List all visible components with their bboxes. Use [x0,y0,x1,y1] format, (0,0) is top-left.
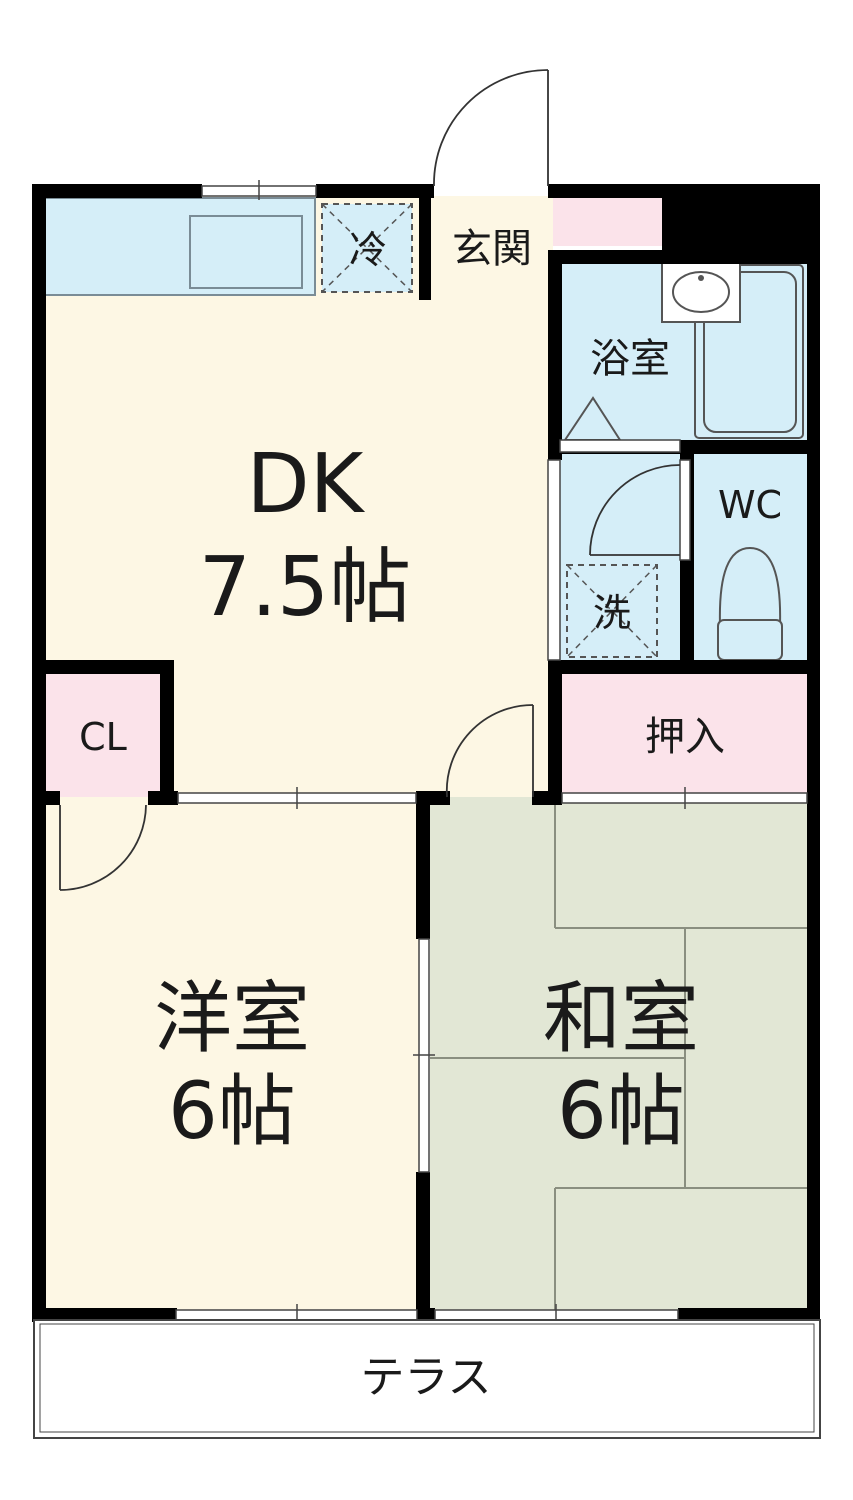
windows [175,180,808,1326]
kitchen-sink [189,215,303,289]
western-size-label: 6帖 [168,1067,296,1157]
terrace [33,1319,821,1439]
entrance-floor [430,196,553,296]
oshiire-label: 押入 [645,714,725,760]
toilet-icon [717,546,783,661]
closet-floor [40,668,165,797]
entrance-label: 玄関 [452,226,532,272]
walls [32,184,820,1322]
doors [59,69,681,891]
dk-size-label: 7.5帖 [199,540,411,635]
fridge-label: 冷 [349,228,387,272]
washer-label: 洗 [593,591,631,635]
dk-label: DK [247,437,366,532]
oshiire-floor [560,668,808,797]
tatami-lines [430,797,810,1313]
terrace-label: テラス [360,1352,491,1403]
wc-label: WC [718,483,782,527]
japanese-size-label: 6帖 [557,1067,685,1157]
bath-label: 浴室 [590,336,670,382]
washer-space [566,564,658,658]
western-room-label: 洋室 [154,974,310,1064]
japanese-room-label: 和室 [543,974,699,1064]
closet-label: CL [79,715,127,759]
japanese-floor [430,797,813,1313]
western-floor [40,797,423,1313]
entrance-cabinet [553,196,663,246]
